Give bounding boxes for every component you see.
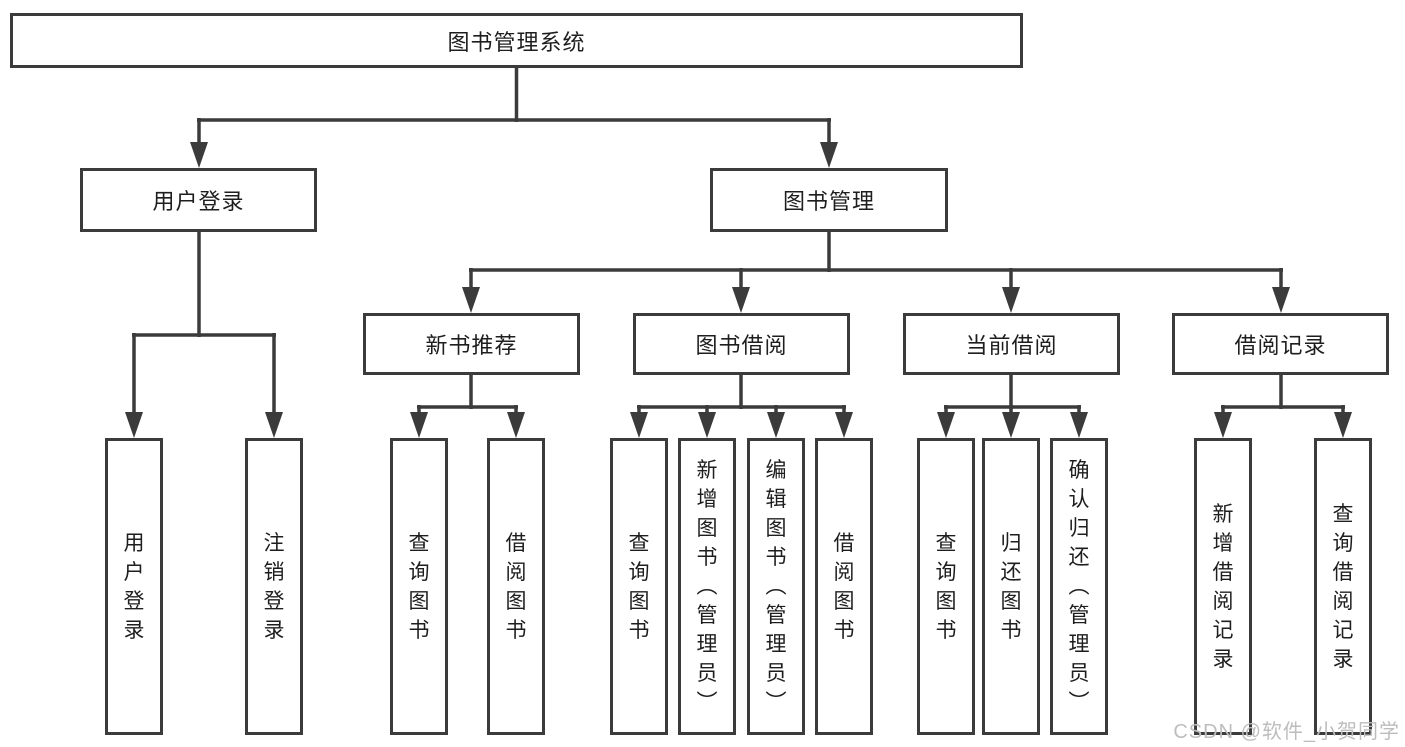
node-book-borrowing: 图书借阅 [633, 313, 850, 375]
csdn-watermark: CSDN @软件_小贺同学 [1173, 721, 1400, 743]
node-new-book-recommendation: 新书推荐 [363, 313, 580, 375]
node-borrow-books-borrowing: 借 阅 图 书 [815, 438, 873, 735]
node-current-borrowing: 当前借阅 [903, 313, 1120, 375]
node-add-borrow-record: 新 增 借 阅 记 录 [1194, 438, 1252, 735]
node-query-borrow-record: 查 询 借 阅 记 录 [1314, 438, 1372, 735]
node-library-management-system: 图书管理系统 [10, 13, 1023, 68]
node-edit-books-admin: 编 辑 图 书 ︵ 管 理 员 ︶ [747, 438, 805, 735]
node-query-books-borrowing: 查 询 图 书 [610, 438, 668, 735]
node-query-books-recommend: 查 询 图 书 [390, 438, 448, 735]
node-borrowing-records: 借阅记录 [1172, 313, 1389, 375]
node-confirm-return-admin: 确 认 归 还 ︵ 管 理 员 ︶ [1050, 438, 1108, 735]
node-query-books-current: 查 询 图 书 [917, 438, 975, 735]
arrowheads [125, 142, 1352, 438]
node-add-books-admin: 新 增 图 书 ︵ 管 理 员 ︶ [678, 438, 736, 735]
node-user-login-action: 用 户 登 录 [105, 438, 163, 735]
node-user-login: 用户登录 [80, 168, 317, 232]
node-borrow-books-recommend: 借 阅 图 书 [487, 438, 545, 735]
node-book-management: 图书管理 [710, 168, 948, 232]
node-logout-action: 注 销 登 录 [245, 438, 303, 735]
node-return-books: 归 还 图 书 [982, 438, 1040, 735]
